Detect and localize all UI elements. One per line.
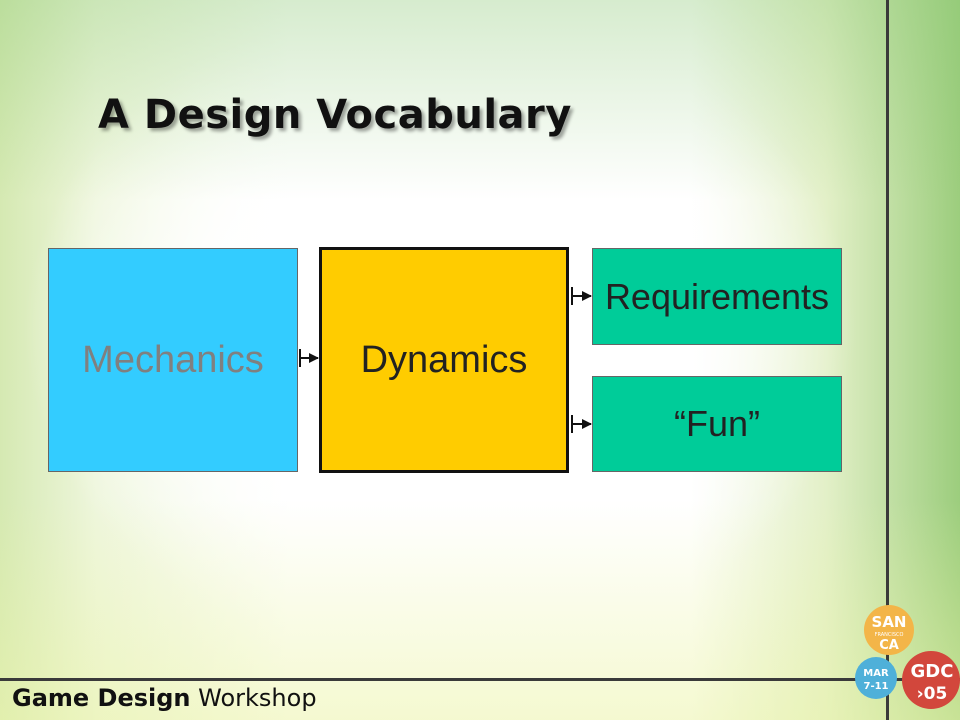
fun-box: “Fun” (592, 376, 842, 472)
dynamics-label: Dynamics (360, 338, 528, 381)
logo-dates: 7-11 (863, 681, 888, 692)
logo-year: ›05 (917, 684, 948, 704)
logo-city1: SAN (872, 613, 907, 631)
logo-red-circle (902, 651, 960, 709)
logo-month: MAR (863, 668, 889, 679)
dynamics-box: Dynamics (319, 247, 569, 473)
logo-orange-circle (864, 605, 914, 655)
gdc-logo: SAN FRANCISCO CA MAR 7-11 GDC ›05 (855, 605, 960, 709)
footer-title: Game Design Workshop (12, 684, 317, 712)
logo-state: CA (879, 638, 899, 653)
vertical-divider (886, 0, 889, 720)
logo-brand: GDC (911, 661, 954, 682)
logo-blue-circle (855, 657, 897, 699)
requirements-label: Requirements (604, 275, 830, 317)
footer-divider (0, 678, 960, 681)
logo-city2: FRANCISCO (875, 632, 904, 638)
slide-title: A Design Vocabulary (98, 92, 572, 138)
background-bottom-gradient (0, 500, 960, 720)
requirements-box: Requirements (592, 248, 842, 345)
mechanics-box: Mechanics (48, 248, 298, 472)
fun-label: “Fun” (673, 403, 760, 444)
footer-regular-text: Workshop (198, 684, 317, 712)
footer-bold-text: Game Design (12, 684, 191, 712)
mechanics-label: Mechanics (82, 338, 264, 381)
background-top-gradient (0, 0, 960, 200)
